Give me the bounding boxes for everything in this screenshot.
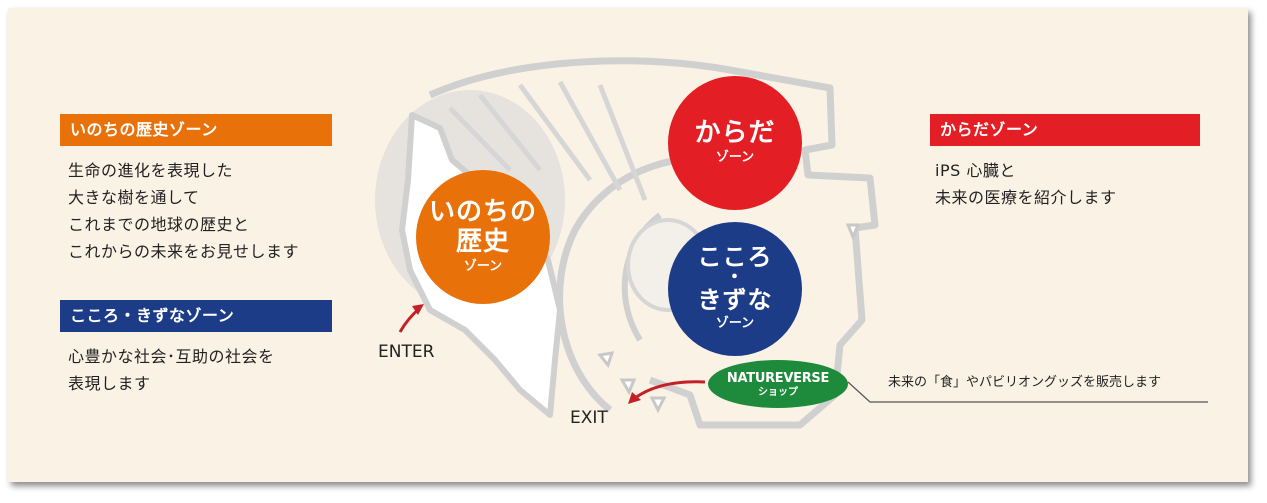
kokoro-desc-line: 心豊かな社会･互助の社会を bbox=[68, 347, 275, 366]
kokoro-circle-line1: こころ bbox=[697, 243, 773, 271]
shop-name: NATUREVERSE bbox=[726, 371, 830, 386]
history-circle-line2: 歴史 bbox=[455, 227, 510, 257]
enter-label: ENTER bbox=[378, 342, 435, 362]
karada-desc-line: iPS 心臓と bbox=[935, 161, 1016, 180]
map-marker-2 bbox=[597, 351, 615, 369]
infographic-frame bbox=[8, 8, 1248, 482]
karada-zone-description: iPS 心臓と 未来の医療を紹介します bbox=[935, 157, 1117, 211]
shop-note: 未来の「食」やパビリオングッズを販売します bbox=[888, 375, 1162, 390]
karada-desc-line: 未来の医療を紹介します bbox=[935, 188, 1117, 207]
map-marker-4 bbox=[649, 396, 667, 414]
kokoro-zone-circle: こころ ・ きずな ゾーン bbox=[668, 222, 802, 356]
karada-circle-line1: からだ bbox=[694, 118, 776, 148]
history-zone-circle: いのちの 歴史 ゾーン bbox=[416, 170, 550, 304]
map-outer-outline bbox=[428, 57, 879, 429]
shop-sub: ショップ bbox=[758, 387, 798, 398]
kokoro-circle-zone: ゾーン bbox=[715, 316, 755, 331]
karada-zone-label: からだゾーン bbox=[930, 114, 1200, 146]
enter-arrow-head bbox=[412, 304, 424, 315]
exit-arrow bbox=[634, 380, 706, 400]
exit-arrow-head bbox=[628, 392, 641, 404]
kokoro-circle-line2: きずな bbox=[697, 286, 773, 314]
karada-circle-zone: ゾーン bbox=[715, 150, 755, 165]
kokoro-desc-line: 表現します bbox=[68, 374, 151, 393]
history-circle-zone: ゾーン bbox=[463, 259, 503, 274]
map-spokes bbox=[448, 80, 648, 201]
map-marker-1 bbox=[845, 223, 861, 241]
kokoro-zone-description: 心豊かな社会･互助の社会を 表現します bbox=[68, 343, 275, 397]
history-desc-line: これからの未来をお見せします bbox=[68, 242, 300, 261]
map-marker-3 bbox=[619, 378, 637, 396]
shop-note-line bbox=[847, 381, 1208, 403]
history-zone-label: いのちの歴史ゾーン bbox=[60, 114, 332, 146]
history-desc-line: 生命の進化を表現した bbox=[68, 161, 234, 180]
karada-zone-circle: からだ ゾーン bbox=[668, 76, 802, 210]
history-desc-line: 大きな樹を通して bbox=[68, 188, 200, 207]
kokoro-circle-dot: ・ bbox=[725, 267, 745, 288]
history-zone-description: 生命の進化を表現した 大きな樹を通して これまでの地球の歴史と これからの未来を… bbox=[68, 157, 299, 265]
history-circle-line1: いのちの bbox=[428, 197, 537, 227]
history-desc-line: これまでの地球の歴史と bbox=[68, 215, 250, 234]
kokoro-zone-label: こころ・きずなゾーン bbox=[60, 300, 332, 332]
shop-badge: NATUREVERSE ショップ bbox=[708, 360, 848, 408]
exit-label: EXIT bbox=[570, 408, 608, 428]
